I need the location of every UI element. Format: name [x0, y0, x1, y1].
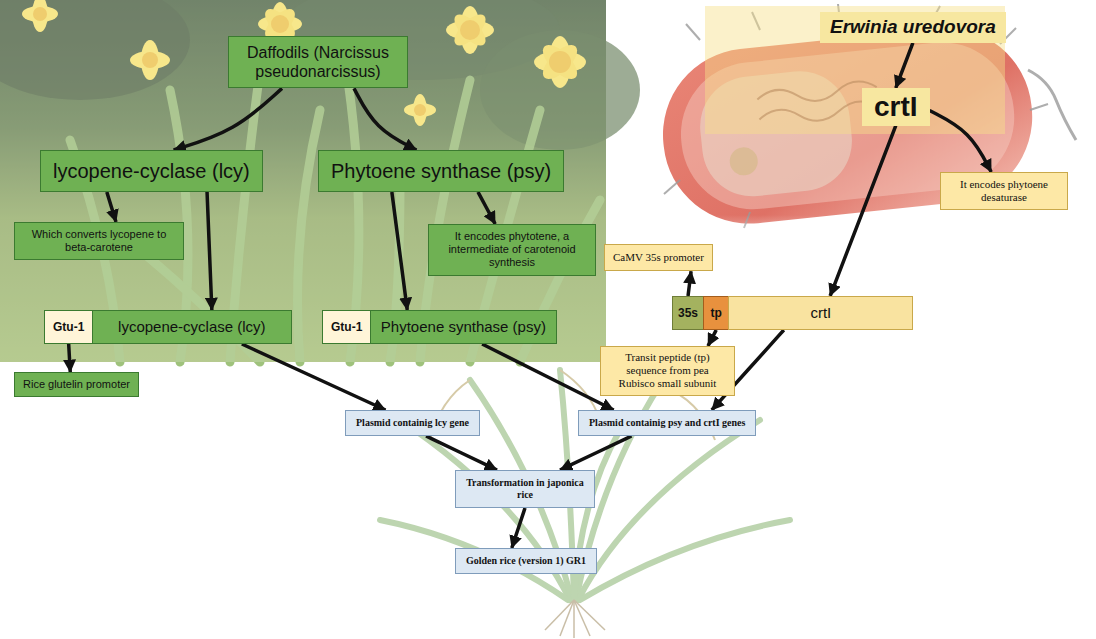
- arrow-connector: [708, 330, 716, 346]
- node-text: It encodes phytotene, a intermediate of …: [435, 230, 589, 270]
- note-box: Transit peptide (tp) sequence from pea R…: [600, 346, 735, 396]
- node-text: Gtu-1: [53, 320, 84, 334]
- node-text: CaMV 35s promoter: [613, 251, 704, 264]
- node-text: Rice glutelin promoter: [23, 378, 130, 391]
- gene-box: lycopene-cyclase (lcy): [40, 150, 263, 192]
- gene-label: crtI: [862, 88, 930, 126]
- arrow-connector: [392, 192, 407, 310]
- note-box: Rice glutelin promoter: [14, 372, 139, 397]
- arrow-connector: [107, 192, 116, 222]
- arrow-connector: [930, 111, 992, 172]
- arrow-connector: [242, 344, 386, 410]
- note-box: It encodes phytoene desaturase: [940, 172, 1068, 210]
- arrow-connector: [426, 436, 497, 470]
- node-text: Plasmid containig lcy gene: [356, 417, 469, 429]
- arrow-connector: [512, 508, 525, 548]
- node-text: It encodes phytoene desaturase: [947, 178, 1061, 204]
- process-box: Transformation in japonica rice: [455, 470, 595, 508]
- node-text: Phytoene synthase (psy): [331, 159, 551, 183]
- node-text: Which converts lycopene to beta-carotene: [21, 228, 177, 254]
- arrow-connector: [478, 192, 495, 224]
- note-box: Which converts lycopene to beta-carotene: [14, 222, 184, 260]
- promoter-segment: Gtu-1: [322, 310, 371, 344]
- node-text: crtI: [874, 90, 918, 124]
- promoter-segment: Gtu-1: [44, 310, 93, 344]
- node-text: Golden rice (version 1) GR1: [466, 555, 586, 567]
- node-text: lycopene-cyclase (lcy): [118, 318, 266, 336]
- transit-peptide-segment: tp: [703, 296, 730, 330]
- gene-segment: crtI: [728, 296, 913, 330]
- node-text: Daffodils (Narcissus pseudonarcissus): [237, 43, 399, 81]
- plasmid-box: Plasmid containig lcy gene: [345, 410, 480, 436]
- arrow-connector: [830, 126, 896, 296]
- gene-segment: lycopene-cyclase (lcy): [92, 310, 292, 344]
- result-box: Golden rice (version 1) GR1: [455, 548, 597, 574]
- gene-segment: Phytoene synthase (psy): [370, 310, 557, 344]
- note-box: CaMV 35s promoter: [604, 244, 713, 271]
- daffodil-photo: [0, 0, 640, 362]
- node-text: Phytoene synthase (psy): [381, 318, 546, 336]
- node-text: 35s: [678, 306, 698, 320]
- gene-box: Phytoene synthase (psy): [318, 150, 564, 192]
- arrow-connector: [354, 88, 416, 150]
- organism-label: Erwinia uredovora: [820, 12, 1006, 43]
- node-text: Transit peptide (tp) sequence from pea R…: [607, 351, 728, 391]
- node-text: tp: [711, 306, 722, 320]
- node-text: Transformation in japonica rice: [464, 477, 586, 501]
- arrow-connector: [688, 271, 691, 296]
- plasmid-box: Plasmid containig psy and crtI genes: [578, 410, 756, 436]
- node-text: lycopene-cyclase (lcy): [53, 159, 250, 183]
- arrow-connector: [207, 192, 212, 310]
- source-box: Daffodils (Narcissus pseudonarcissus): [228, 36, 408, 88]
- arrow-connector: [896, 43, 913, 88]
- node-text: Plasmid containig psy and crtI genes: [589, 417, 745, 429]
- arrow-connector: [174, 88, 282, 150]
- note-box: It encodes phytotene, a intermediate of …: [428, 224, 596, 276]
- arrow-connector: [560, 436, 632, 470]
- node-text: Erwinia uredovora: [830, 16, 996, 39]
- node-text: Gtu-1: [331, 320, 362, 334]
- node-text: crtI: [810, 304, 831, 322]
- arrow-connector: [482, 344, 614, 410]
- arrow-connector: [69, 344, 71, 372]
- promoter-segment: 35s: [672, 296, 704, 330]
